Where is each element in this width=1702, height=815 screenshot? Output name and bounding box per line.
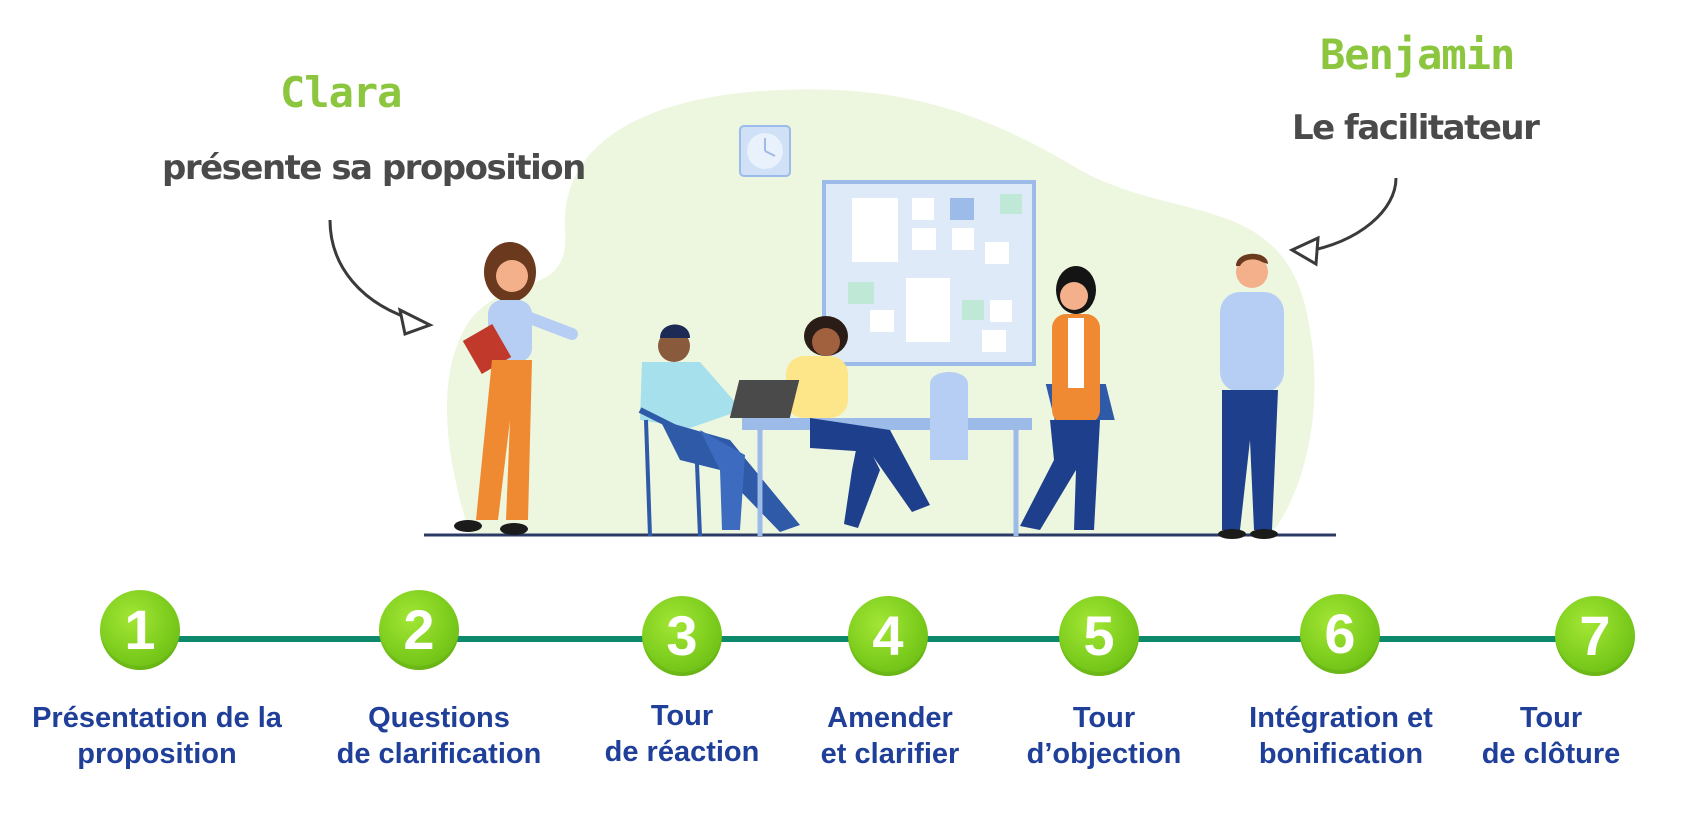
step-5-marker: 5 bbox=[1059, 596, 1139, 676]
presenter-figure bbox=[454, 242, 578, 535]
step-4-marker: 4 bbox=[848, 596, 928, 676]
step-5-label: Tour d’objection bbox=[954, 700, 1254, 772]
step-2-marker: 2 bbox=[379, 590, 459, 670]
facilitator-figure bbox=[1218, 253, 1284, 539]
arrow-to-presenter-icon bbox=[328, 219, 434, 336]
step-5-line1: Tour bbox=[1072, 702, 1136, 734]
step-7-marker: 7 bbox=[1555, 596, 1635, 676]
step-3-marker: 3 bbox=[642, 596, 722, 676]
step-3-line1: Tour bbox=[650, 700, 714, 732]
step-4-label: Amender et clarifier bbox=[740, 700, 1040, 772]
presenter-role: présente sa proposition bbox=[162, 148, 586, 188]
pin-board bbox=[822, 180, 1036, 366]
step-4-line2: et clarifier bbox=[820, 738, 960, 770]
facilitator-role: Le facilitateur bbox=[1292, 108, 1540, 148]
standing-woman-figure bbox=[1020, 266, 1100, 530]
step-4-line1: Amender bbox=[827, 702, 953, 734]
step-5-line2: d’objection bbox=[1026, 738, 1182, 770]
step-2-line2: de clarification bbox=[336, 738, 542, 770]
step-3-line2: de réaction bbox=[604, 736, 760, 768]
step-1-marker: 1 bbox=[100, 590, 180, 670]
step-6-line1: Intégration et bbox=[1249, 702, 1433, 734]
clock-icon bbox=[739, 125, 791, 177]
presenter-name: Clara bbox=[280, 68, 402, 117]
step-6-marker: 6 bbox=[1300, 594, 1380, 674]
step-7-line1: Tour bbox=[1519, 702, 1583, 734]
step-7-line2: de clôture bbox=[1481, 738, 1621, 770]
meeting-illustration bbox=[328, 89, 1398, 539]
step-7-label: Tour de clôture bbox=[1401, 700, 1701, 772]
step-2-line1: Questions bbox=[368, 702, 510, 734]
seated-man-figure bbox=[638, 324, 800, 537]
step-1-line2: proposition bbox=[77, 738, 237, 770]
arrow-to-facilitator-icon bbox=[1288, 177, 1398, 267]
step-6-line2: bonification bbox=[1258, 738, 1424, 770]
step-1-label: Présentation de la proposition bbox=[7, 700, 307, 772]
step-1-line1: Présentation de la bbox=[32, 702, 282, 734]
step-2-label: Questions de clarification bbox=[289, 700, 589, 772]
facilitator-name: Benjamin bbox=[1320, 30, 1515, 79]
step-3-label: Tour de réaction bbox=[532, 698, 832, 770]
step-6-label: Intégration et bonification bbox=[1191, 700, 1491, 772]
